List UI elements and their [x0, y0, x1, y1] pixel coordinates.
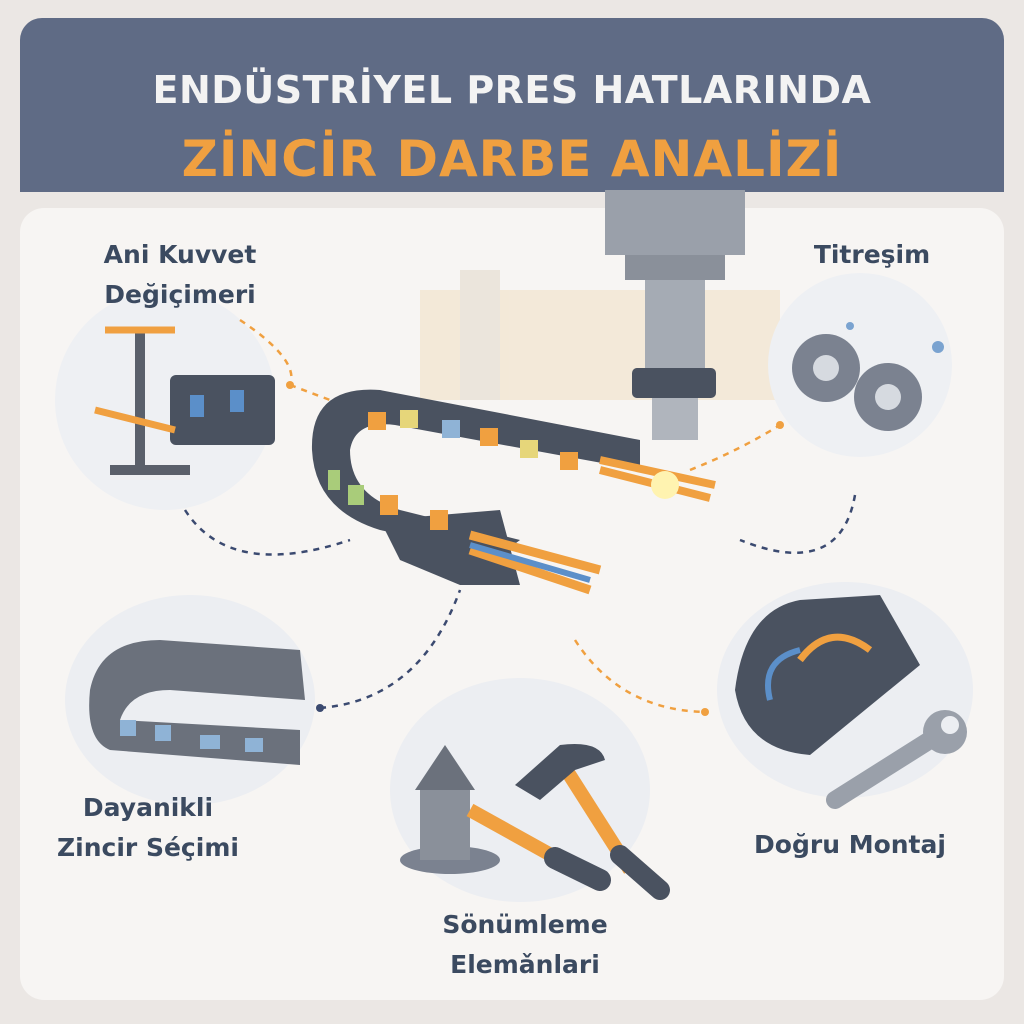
label-line: Ani Kuvvet	[103, 240, 257, 269]
topic-label-dogru-montaj: Doğru Montaj	[720, 825, 980, 865]
connectors	[183, 318, 857, 714]
hammer-damper-icon	[400, 744, 670, 900]
label-line: Dayanikli	[82, 793, 214, 822]
label-line: Titreşim	[813, 240, 931, 269]
topic-label-titresim: Titreşim	[742, 235, 1002, 275]
topic-label-ani-kuvvet: Ani Kuvvet Değiçimeri	[50, 235, 310, 315]
title-line-1: ENDÜSTRİYEL PRES HATLARINDA	[152, 68, 872, 112]
wrench-icon	[735, 595, 967, 809]
title-banner: ENDÜSTRİYEL PRES HATLARINDA ZİNCİR DARBE…	[20, 18, 1004, 192]
factory-background	[420, 270, 780, 400]
topic-label-sonumleme: Sönümleme Elemǎnlari	[395, 905, 655, 985]
title-line-2: ZİNCİR DARBE ANALİZİ	[181, 130, 843, 188]
gears-icon	[792, 322, 944, 431]
label-line: Zincir Séçimi	[57, 833, 239, 862]
cable-chain-clamp-icon	[94, 326, 275, 475]
label-line: Elemǎnlari	[450, 950, 600, 979]
label-line: Sönümleme	[442, 910, 608, 939]
label-line: Değiçimeri	[104, 280, 256, 309]
cable-carrier-chain-icon	[311, 389, 716, 595]
label-line: Doğru Montaj	[754, 830, 946, 859]
chain-links-icon	[89, 640, 305, 765]
press-ram-icon	[605, 190, 745, 440]
circle-ani-kuvvet	[55, 290, 275, 510]
topic-label-dayanikli-zincir: Dayanikli Zincir Séçimi	[18, 788, 278, 868]
